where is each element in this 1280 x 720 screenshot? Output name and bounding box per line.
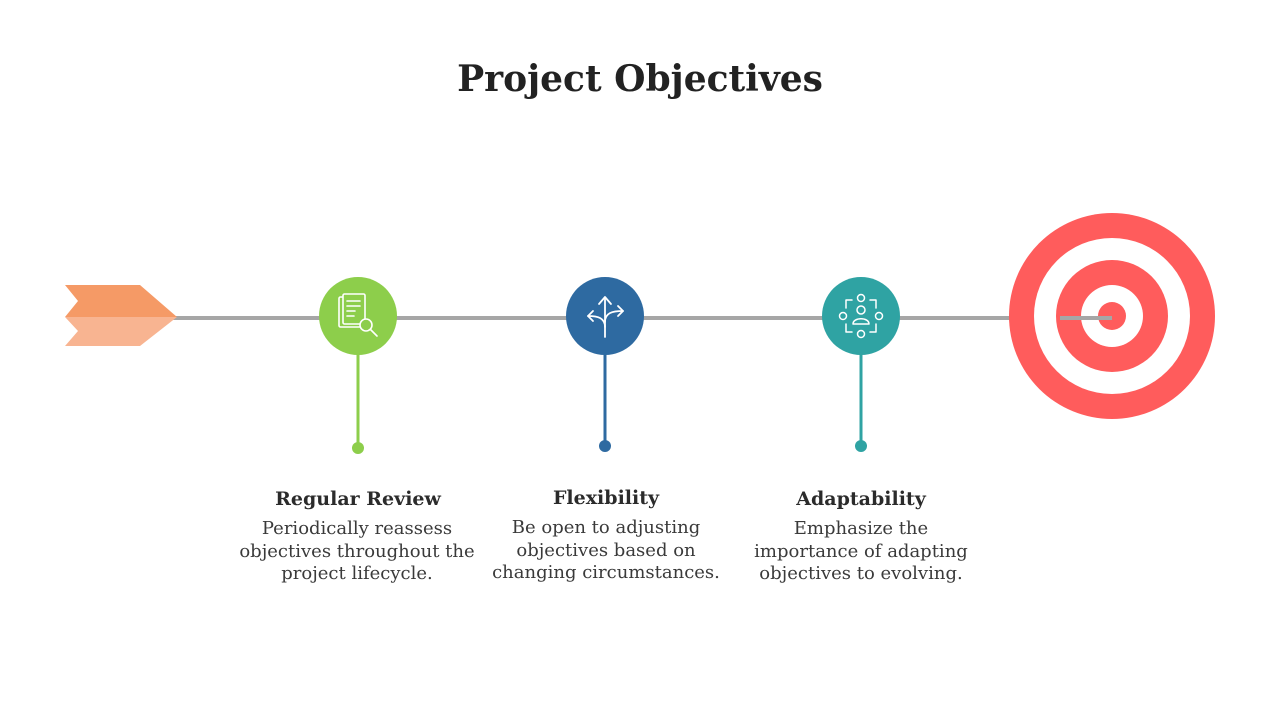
step-circle (822, 277, 900, 355)
step-title-adaptability: Adaptability (796, 488, 926, 510)
step-adaptability (822, 277, 900, 452)
arrow-tail (65, 285, 177, 346)
step-title-regular-review: Regular Review (275, 488, 441, 510)
step-flexibility (566, 277, 644, 452)
split-arrows-icon (587, 296, 624, 338)
step-description-adaptability: Emphasize the importance of adapting obj… (754, 518, 968, 584)
person-network-icon (838, 293, 884, 339)
document-search-icon (338, 293, 378, 337)
step-title-flexibility: Flexibility (552, 487, 660, 509)
page-title: Project Objectives (457, 58, 823, 100)
step-description-regular-review: Periodically reassess objectives through… (239, 518, 475, 584)
step-regular-review (319, 277, 397, 454)
step-description-flexibility: Be open to adjusting objectives based on… (492, 517, 720, 583)
